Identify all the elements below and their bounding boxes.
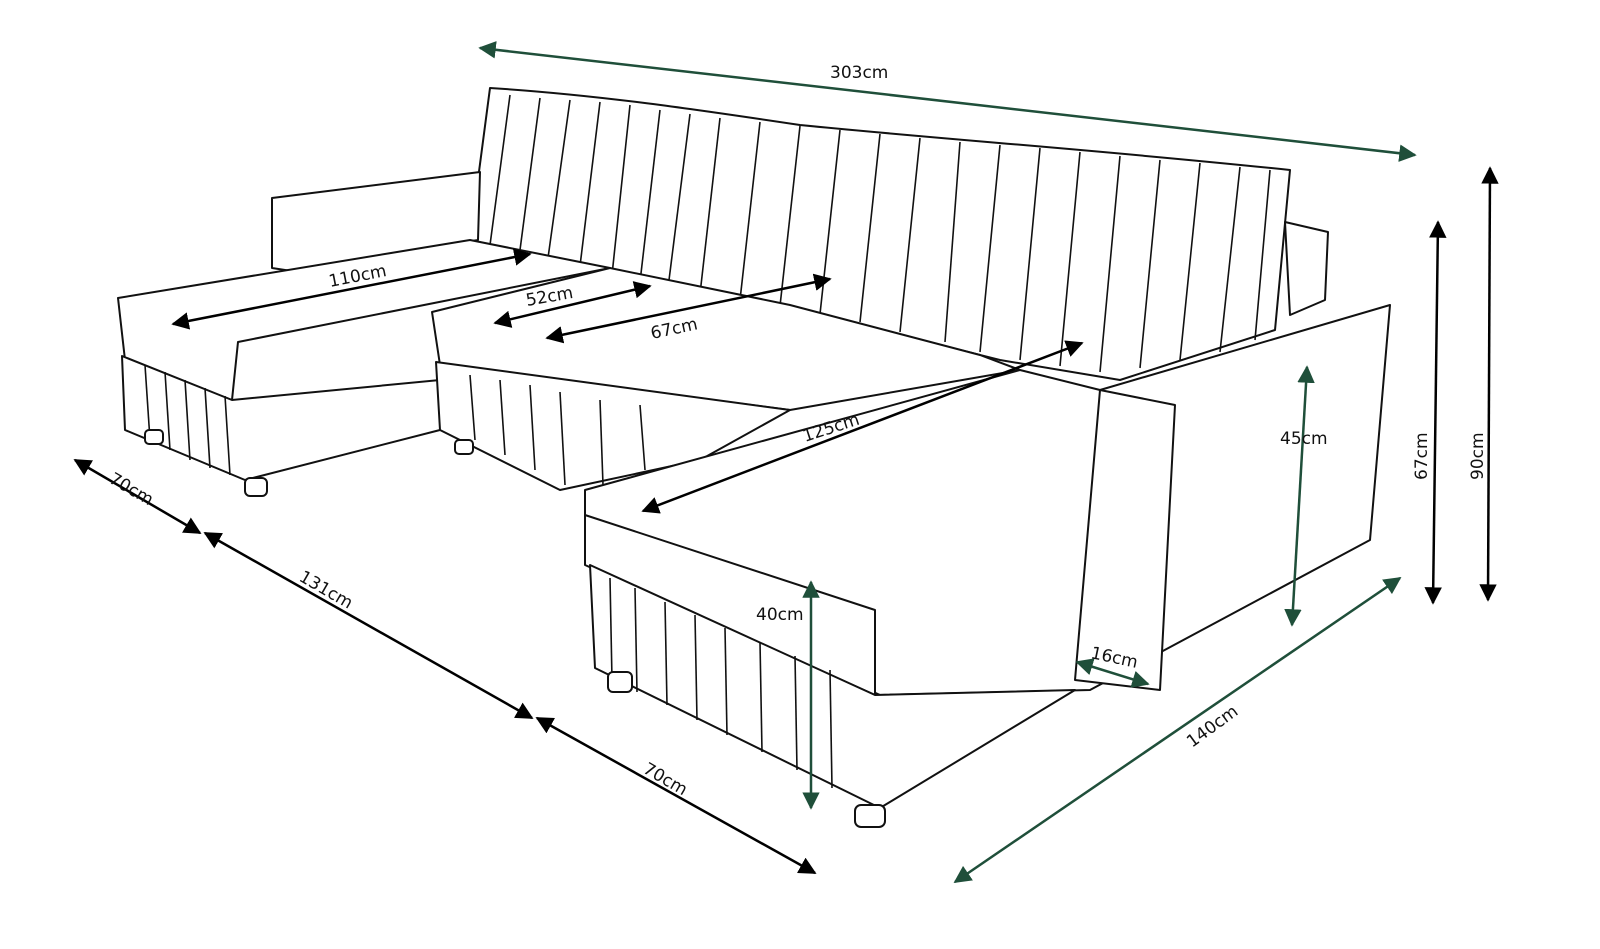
front-70-left-arrow bbox=[73, 458, 202, 535]
label-40: 40cm bbox=[756, 605, 804, 625]
front-70-right-arrow bbox=[535, 716, 817, 875]
left-base-pleats bbox=[144, 364, 231, 476]
width-303-arrow bbox=[478, 41, 1417, 162]
height-90-arrow bbox=[1479, 166, 1499, 602]
depth-140-arrow bbox=[953, 576, 1402, 884]
chaise-125-arrow bbox=[641, 340, 1084, 514]
sofa-legs bbox=[144, 429, 886, 828]
label-70-right: 70cm bbox=[640, 759, 691, 800]
front-131-arrow bbox=[203, 531, 534, 720]
label-303: 303cm bbox=[830, 63, 888, 83]
label-140: 140cm bbox=[1183, 702, 1242, 752]
dimension-arrows bbox=[73, 41, 1499, 884]
right-back-armrest bbox=[1284, 221, 1329, 316]
left-chaise-base bbox=[121, 355, 441, 481]
label-45: 45cm bbox=[1280, 429, 1328, 449]
seat-67-arrow bbox=[545, 273, 832, 344]
height-67-arrow bbox=[1424, 220, 1447, 605]
label-70-left: 70cm bbox=[106, 469, 157, 510]
label-90: 90cm bbox=[1468, 432, 1488, 480]
label-67-height: 67cm bbox=[1412, 432, 1432, 480]
chaise-110-arrow bbox=[171, 248, 532, 330]
